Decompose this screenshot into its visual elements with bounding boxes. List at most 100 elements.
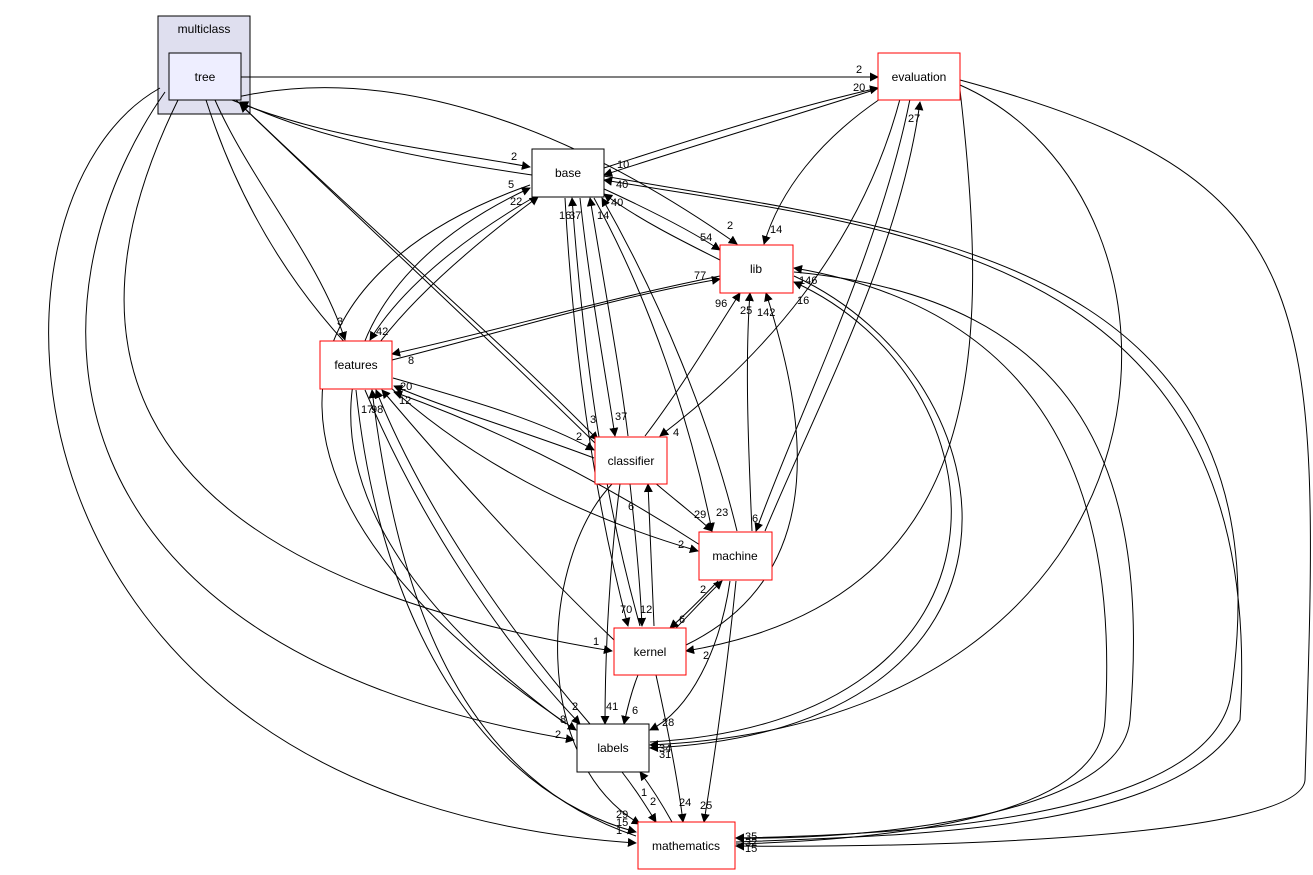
- edge-base-kernel: [564, 197, 631, 627]
- edge-label: 16: [559, 210, 571, 222]
- node-label: tree: [195, 70, 216, 84]
- edge-classifier-features: [393, 385, 595, 459]
- edge-label: 28: [662, 717, 674, 729]
- edge-lib-features: [391, 275, 721, 357]
- edge-label: 40: [611, 197, 623, 209]
- edge-label: 15: [616, 817, 628, 829]
- edge-machine-features: [393, 390, 701, 546]
- edge-classifier-lib: [644, 292, 741, 437]
- edge-base-labels: [321, 184, 577, 731]
- edge-label: 8: [560, 714, 566, 726]
- edge-evaluation-classifier: [659, 98, 901, 437]
- edge-machine-evaluation: [764, 101, 924, 532]
- edge-label: 6: [628, 501, 634, 513]
- node-evaluation[interactable]: evaluation: [877, 52, 961, 101]
- edge-base-lib: [601, 187, 721, 251]
- edge-base-machine: [593, 197, 715, 532]
- edge-kernel-lib: [685, 292, 798, 646]
- edge-label: 37: [569, 210, 581, 222]
- edge-label: 3: [337, 316, 343, 328]
- edge-label: 2: [703, 650, 709, 662]
- edge-label: 2: [511, 151, 517, 163]
- node-mathematics[interactable]: mathematics: [637, 821, 736, 870]
- edge-labels-lib: [649, 281, 952, 743]
- edge-label: 77: [694, 270, 706, 282]
- edge-tree-mathematics: [48, 87, 637, 847]
- edge-evaluation-lib: [761, 98, 881, 245]
- edge-label: 2: [555, 729, 561, 741]
- edge-base-classifier: [579, 197, 619, 437]
- edge-label: 42: [376, 326, 388, 338]
- edge-kernel-classifier: [643, 483, 655, 627]
- edge-lib-labels: [649, 275, 963, 753]
- edge-label: 20: [400, 381, 412, 393]
- edge-label: 2: [727, 220, 733, 232]
- node-base[interactable]: base: [531, 148, 605, 198]
- node-labels[interactable]: labels: [576, 723, 650, 773]
- node-label: classifier: [608, 454, 655, 468]
- edge-labels-features: [374, 389, 591, 725]
- edge-mathematics-features: [368, 389, 637, 837]
- edge-machine-labels: [649, 580, 731, 731]
- edge-mathematics-labels: [639, 771, 673, 823]
- edge-base-evaluation: [603, 85, 879, 169]
- edge-label: 29: [616, 809, 628, 821]
- edge-label: 35: [745, 831, 757, 843]
- edge-machine-base: [601, 197, 738, 532]
- edge-labels: 2 20 27 2 10 40 5 22 16 37 14 40 2 54 14…: [337, 64, 920, 855]
- edge-label: 98: [371, 404, 383, 416]
- edge-base-tree: [239, 101, 533, 176]
- edge-classifier-mathematics: [557, 483, 641, 825]
- edge-label: 4: [673, 427, 679, 439]
- node-lib[interactable]: lib: [719, 244, 794, 294]
- edge-kernel-mathematics: [655, 674, 687, 823]
- edge-label: 2: [572, 701, 578, 713]
- edge-evaluation-base: [603, 87, 881, 177]
- node-machine[interactable]: machine: [698, 531, 773, 581]
- edge-labels-base: [350, 187, 567, 725]
- edge-machine-lib: [744, 292, 754, 532]
- edge-classifier-tree: [239, 103, 598, 446]
- edge-base-mathematics: [603, 175, 1239, 843]
- edge-label: 96: [715, 298, 727, 310]
- edge-label: 5: [508, 179, 514, 191]
- node-label: kernel: [634, 645, 667, 659]
- edge-label: 25: [700, 800, 712, 812]
- edge-label: 2: [856, 64, 862, 76]
- edge-label: 6: [632, 705, 638, 717]
- edge-kernel-labels: [621, 674, 639, 725]
- edge-tree-lib: [224, 87, 738, 245]
- edge-label: 14: [770, 224, 782, 236]
- edge-features-base: [379, 196, 539, 343]
- node-label: features: [334, 358, 377, 372]
- edge-label: 142: [757, 307, 775, 319]
- node-features[interactable]: features: [319, 340, 393, 390]
- edge-label: 16: [797, 295, 809, 307]
- edge-label: 34: [659, 743, 671, 755]
- edge-label: 1: [593, 636, 599, 648]
- edge-kernel-machine: [675, 580, 723, 629]
- edge-label: 2: [678, 539, 684, 551]
- edge-classifier-kernel: [629, 483, 647, 627]
- edge-features-labels: [364, 389, 581, 725]
- edge-tree-features: [214, 99, 347, 341]
- edge-label: 8: [408, 355, 414, 367]
- edge-lib-base: [603, 193, 721, 261]
- edge-kernel-base: [568, 197, 641, 627]
- edge-label: 70: [620, 604, 632, 616]
- edge-labels-mathematics: [621, 771, 657, 823]
- node-classifier[interactable]: classifier: [594, 436, 668, 485]
- edge-base-features: [369, 195, 537, 341]
- node-kernel[interactable]: kernel: [613, 627, 687, 676]
- edge-label: 10: [617, 159, 629, 171]
- node-label: base: [555, 166, 581, 180]
- edge-label: 1: [641, 787, 647, 799]
- edge-label: 2: [650, 796, 656, 808]
- node-tree[interactable]: tree: [168, 52, 242, 101]
- edge-label: 12: [640, 604, 652, 616]
- edge-tree-kernel: [123, 99, 613, 655]
- edge-label: 40: [616, 179, 628, 191]
- edge-classifier-labels: [600, 483, 621, 725]
- edge-features-classifier: [392, 377, 595, 451]
